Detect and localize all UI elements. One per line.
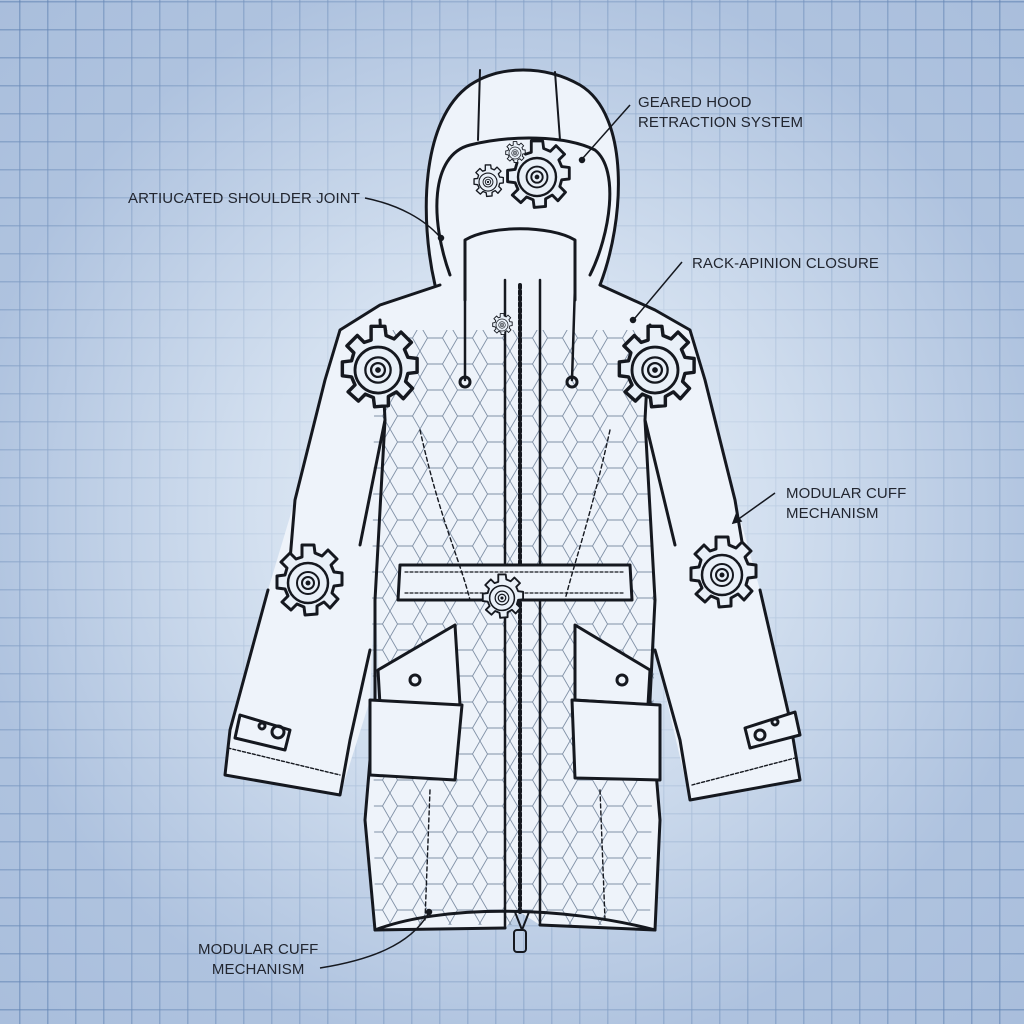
callout-line: GEARED HOOD [638,94,752,111]
callout-line: MODULAR CUFF [198,941,319,958]
callout-line: MECHANISM [786,505,879,522]
left-shoulder-gear [340,324,419,409]
callout-cuff-right: MODULAR CUFF MECHANISM [786,484,906,524]
callout-line: ARTIUCATED SHOULDER JOINT [128,190,360,207]
right-shoulder-gear [617,324,696,409]
callout-line: MECHANISM [211,961,305,978]
callout-leaders [319,104,776,969]
callout-cuff-bottom: MODULAR CUFF MECHANISM [198,940,318,980]
collar-gear [492,313,513,336]
callout-line: MODULAR CUFF [786,485,907,502]
callout-line: RACK-APINION CLOSURE [692,255,880,272]
hood-gear-small [473,164,504,198]
right-elbow-gear [689,535,758,609]
hood-gear-tiny [505,141,526,164]
callout-closure: RACK-APINION CLOSURE [692,254,879,274]
callout-shoulder-joint: ARTIUCATED SHOULDER JOINT [128,189,360,209]
callout-geared-hood: GEARED HOOD RETRACTION SYSTEM [638,93,803,133]
left-elbow-gear [275,543,344,617]
callout-line: RETRACTION SYSTEM [638,114,804,131]
belt-buckle-gear [481,573,525,619]
